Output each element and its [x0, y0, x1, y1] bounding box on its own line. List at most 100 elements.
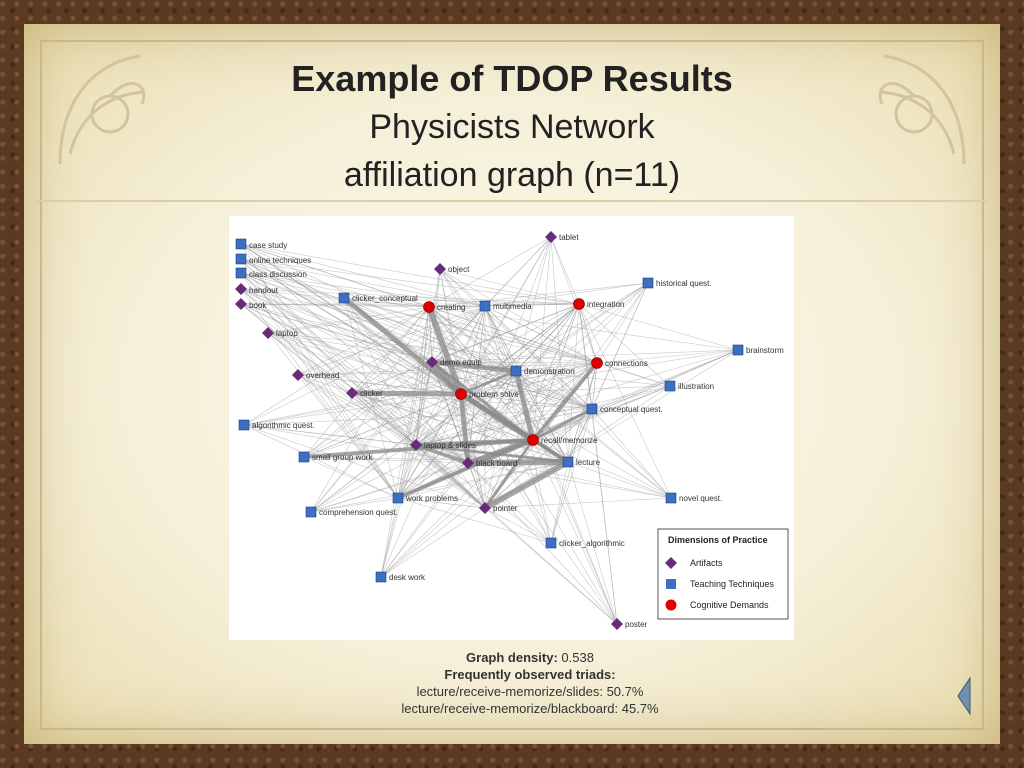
graph-node: clicker — [346, 387, 383, 399]
node-label: book — [249, 301, 267, 310]
graph-node: illustration — [664, 380, 714, 392]
cognitive-node-marker — [591, 357, 603, 369]
edge — [380, 408, 593, 578]
edge — [428, 306, 593, 410]
edge — [591, 408, 618, 625]
edge — [267, 332, 462, 395]
node-label: small group work — [312, 453, 373, 462]
edge — [240, 272, 593, 410]
node-label: tablet — [559, 233, 579, 242]
edge — [243, 424, 399, 499]
caption-triad-2: lecture/receive-memorize/blackboard: 45.… — [401, 701, 659, 716]
artifact-node-marker — [262, 327, 274, 339]
edge — [439, 268, 534, 441]
edge — [591, 349, 739, 410]
artifact-node-marker — [545, 231, 557, 243]
previous-slide-arrow-icon[interactable] — [956, 676, 972, 716]
edge — [240, 288, 580, 305]
edge — [243, 305, 486, 426]
edge — [567, 461, 672, 499]
technique-node-marker — [305, 506, 317, 518]
legend-item-label: Cognitive Demands — [690, 600, 769, 610]
technique-node-marker — [665, 492, 677, 504]
edge — [428, 306, 552, 544]
edge — [578, 303, 598, 364]
technique-node-marker — [392, 492, 404, 504]
edge — [240, 243, 462, 395]
edge — [240, 243, 399, 499]
edge-heavy — [483, 439, 535, 509]
edge — [240, 272, 462, 395]
node-label: novel quest. — [679, 494, 722, 503]
artifact-node-marker — [426, 356, 438, 368]
edge — [484, 305, 517, 372]
node-label: connections — [605, 359, 648, 368]
legend-item-label: Teaching Techniques — [690, 579, 774, 589]
node-label: object — [448, 265, 470, 274]
edge — [310, 461, 569, 513]
edge — [343, 297, 430, 308]
edge — [351, 370, 517, 394]
legend-item-label: Artifacts — [690, 558, 723, 568]
edge — [240, 288, 462, 395]
edge — [550, 461, 569, 544]
graph-node: laptop & slides — [410, 439, 476, 451]
node-label: overhead — [306, 371, 339, 380]
network-graph: case study online techniques class discuss… — [229, 216, 794, 640]
node-label: online techniques — [249, 256, 311, 265]
edge — [240, 288, 593, 410]
edge — [351, 392, 469, 464]
artifact-node-marker — [292, 369, 304, 381]
edge — [415, 444, 552, 544]
edge — [310, 462, 469, 513]
node-label: clicker_conceptual — [352, 294, 418, 303]
technique-node-marker — [235, 267, 247, 279]
node-label: conceptual quest. — [600, 405, 663, 414]
edge — [515, 370, 569, 463]
cognitive-node-marker — [527, 434, 539, 446]
technique-node-marker — [375, 571, 387, 583]
edge — [240, 243, 430, 308]
edge — [310, 306, 430, 513]
edge — [415, 268, 441, 446]
graph-node: algorithmic quest. — [238, 419, 315, 431]
edge — [240, 288, 534, 441]
edge — [351, 305, 486, 394]
edge — [484, 305, 672, 499]
node-label: class discussion — [249, 270, 307, 279]
legend-title: Dimensions of Practice — [668, 535, 768, 545]
graph-node: integration — [573, 298, 624, 310]
edge — [240, 303, 486, 509]
header-divider — [36, 200, 988, 202]
edge — [303, 456, 469, 464]
graph-node: desk work — [375, 571, 426, 583]
technique-node-marker — [338, 292, 350, 304]
node-label: lecture — [576, 458, 601, 467]
edge — [428, 306, 672, 499]
edge — [550, 236, 580, 305]
legend-cognitive-marker — [665, 599, 677, 611]
ornament-left-icon — [58, 54, 146, 165]
node-label: case study — [249, 241, 287, 250]
edge-heavy — [458, 393, 471, 464]
edge — [467, 282, 649, 464]
node-label: comprehension quest. — [319, 508, 398, 517]
edge-heavy — [513, 370, 536, 441]
artifact-node-marker — [410, 439, 422, 451]
edge — [484, 507, 552, 544]
graph-node: problem solve — [455, 388, 519, 400]
edge — [303, 362, 598, 458]
edge — [297, 305, 486, 376]
edge — [484, 303, 580, 307]
edge — [267, 305, 486, 334]
edge — [467, 462, 618, 625]
edge — [467, 462, 672, 499]
graph-node: novel quest. — [665, 492, 722, 504]
edge — [578, 303, 671, 387]
artifact-node-marker — [346, 387, 358, 399]
edge — [397, 497, 486, 509]
artifact-node-marker — [235, 298, 247, 310]
edge — [310, 361, 433, 513]
edge — [567, 461, 618, 625]
graph-node: book — [235, 298, 267, 310]
